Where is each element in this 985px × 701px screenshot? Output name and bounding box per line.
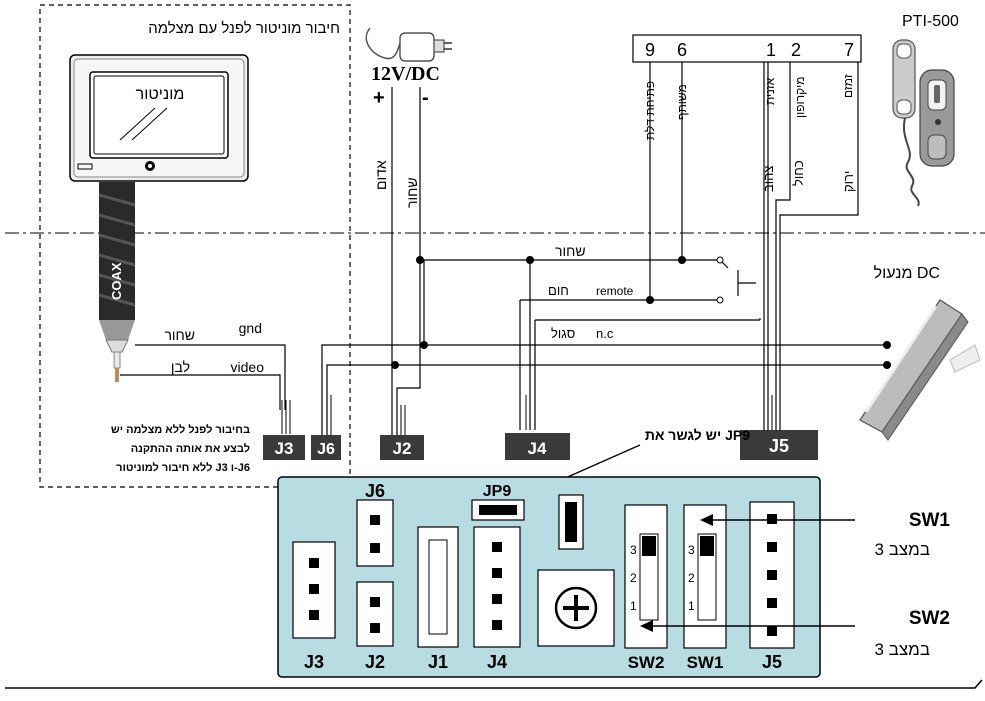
handset-terminal: 9 6 1 2 7 פתיחת דלת משותף אזנית מיקרופון… xyxy=(632,34,862,192)
remote-push-button xyxy=(737,270,756,296)
power-plus-sign: + xyxy=(373,87,385,109)
connector-j2-label: J2 xyxy=(393,439,412,458)
board-jp9-label: JP9 xyxy=(483,483,512,500)
pin-label-buzzer: זמזם xyxy=(841,74,855,98)
video-wire-color: לבן xyxy=(171,359,190,375)
handset-terminal-block xyxy=(632,34,862,63)
power-voltage-label: 12V/DC xyxy=(371,63,440,85)
monitor-note-line1: בחיבור לפנל ללא מצלמה יש xyxy=(111,423,250,436)
video-wire-label: video xyxy=(231,359,265,375)
sw1-pos-2: 2 xyxy=(688,571,695,585)
lock-feed-wire-1 xyxy=(321,344,887,435)
power-negative-wire xyxy=(396,87,421,435)
lock-label: מנעול DC xyxy=(874,264,940,282)
wire-buzzer xyxy=(779,62,859,430)
sw2-pos-2: 2 xyxy=(630,571,637,585)
power-red-wire-label: אדום xyxy=(373,160,389,190)
wire-brown-label: חום xyxy=(548,283,569,298)
wire-nc-label: n.c xyxy=(596,326,614,341)
sw1-pos-3: 3 xyxy=(688,543,695,557)
connector-j4-label: J4 xyxy=(528,439,547,458)
connector-j6-label: J6 xyxy=(317,441,335,458)
connector-j6: J6 xyxy=(311,435,341,460)
board-j4-label: J4 xyxy=(487,652,507,672)
board-sw2-label: SW2 xyxy=(628,653,665,672)
gnd-wire-color: שחור xyxy=(164,327,195,343)
sw1-note-position: במצב 3 xyxy=(875,540,930,559)
power-black-wire-label: שחור xyxy=(404,177,420,208)
coax-cable: COAX xyxy=(98,182,136,382)
video-wire xyxy=(120,374,281,410)
pin-label-earphone: אזנית xyxy=(763,77,777,105)
wire-color-green: ירוק xyxy=(841,171,856,192)
monitor-label: מוניטור xyxy=(136,86,185,103)
connector-j4: J4 xyxy=(505,433,570,460)
sw2-pos-3: 3 xyxy=(630,543,637,557)
monitor-box-title: חיבור מוניטור לפנל עם מצלמה xyxy=(148,20,340,37)
pti500-handset: PTI-500 xyxy=(892,13,959,207)
power-adapter: 12V/DC + - אדום שחור xyxy=(365,27,452,208)
terminal-pin-9: 9 xyxy=(645,40,655,60)
sw1-pos-1: 1 xyxy=(688,599,695,613)
board-j3-label: J3 xyxy=(304,652,324,672)
terminal-pin-2: 2 xyxy=(791,40,801,60)
jp9-bridge-note: יש לגשר את JP9 xyxy=(645,427,750,443)
monitor-section: חיבור מוניטור לפנל עם מצלמה מוניטור COAX xyxy=(39,4,351,488)
wire-black-label: שחור xyxy=(555,243,586,259)
board-sw1-label: SW1 xyxy=(687,653,724,672)
connector-j5-label: J5 xyxy=(769,436,789,456)
power-minus-sign: - xyxy=(422,87,429,109)
sw2-pos-1: 1 xyxy=(630,599,637,613)
board-j6-label: J6 xyxy=(365,481,385,501)
monitor-note-line2: לבצע את אותה ההתקנה xyxy=(131,442,250,455)
handset-model-label: PTI-500 xyxy=(902,13,959,30)
gnd-wire-label: gnd xyxy=(239,320,262,336)
sw2-note-position: במצב 3 xyxy=(875,640,930,659)
terminal-pin-6: 6 xyxy=(677,40,687,60)
terminal-pin-7: 7 xyxy=(844,40,854,60)
circuit-board: J6 J3 J2 J1 JP9 J4 xyxy=(277,476,821,678)
sw2-note-title: SW2 xyxy=(909,608,950,629)
gnd-wire xyxy=(135,344,286,410)
connector-j3: J3 xyxy=(263,435,305,460)
board-j5-label: J5 xyxy=(762,652,782,672)
wire-remote-label: remote xyxy=(596,284,634,298)
pin-label-microphone: מיקרופון xyxy=(793,76,807,118)
terminal-pin-1: 1 xyxy=(766,40,776,60)
connector-j2: J2 xyxy=(380,435,424,460)
wire-purple-label: סגול xyxy=(551,326,575,341)
monitor-note-line3: ללא חיבור למוניטור J3 ו-J6 xyxy=(116,461,250,474)
monitor-icon: מוניטור xyxy=(69,54,249,182)
dc-magnetic-lock: מנעול DC xyxy=(859,264,981,441)
connector-j5: J5 xyxy=(740,430,818,460)
monitor-dashed-box xyxy=(39,4,351,488)
lock-feed-wire-2 xyxy=(326,364,887,435)
board-j2-label: J2 xyxy=(365,652,385,672)
coax-label: COAX xyxy=(109,262,124,300)
wire-color-blue: כחול xyxy=(791,160,806,186)
board-j1-label: J1 xyxy=(428,652,448,672)
connector-j3-label: J3 xyxy=(275,439,294,458)
wire-microphone xyxy=(775,62,791,430)
sw1-note-title: SW1 xyxy=(909,510,951,531)
